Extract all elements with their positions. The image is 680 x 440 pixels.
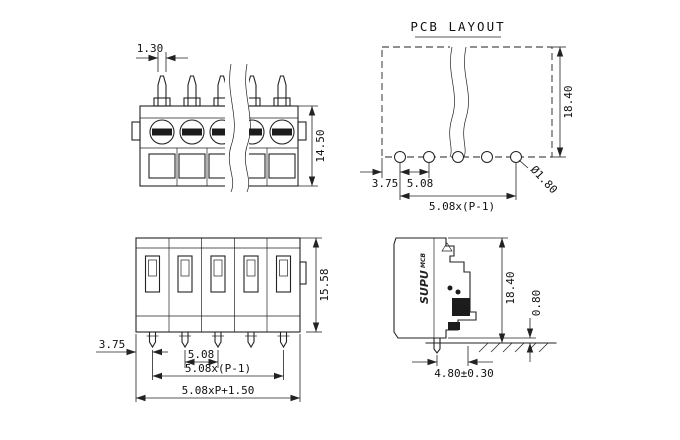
break-line xyxy=(463,46,469,158)
break-line xyxy=(228,63,235,193)
dim-label-pcb-pitch: 5.08 xyxy=(407,177,434,190)
bottom-window-slot xyxy=(148,259,157,277)
pin-collar xyxy=(153,97,171,107)
wire-window xyxy=(268,153,296,179)
screw-slot xyxy=(272,128,292,136)
brand-sub-text: MCB xyxy=(420,253,427,268)
side-pin xyxy=(433,337,441,354)
dim-label-pcb-edge: 3.75 xyxy=(372,177,399,190)
screw-slot xyxy=(152,128,172,136)
dim-label-bottom-height: 15.58 xyxy=(318,268,331,301)
board-hatch xyxy=(478,342,489,353)
screw-head xyxy=(149,119,175,145)
side-body xyxy=(393,237,477,339)
pcb-hole xyxy=(452,151,464,163)
screw-head xyxy=(269,119,295,145)
contact-foot xyxy=(448,322,460,330)
front-left-tab xyxy=(131,121,141,141)
wire-window xyxy=(178,153,206,179)
pin-collar xyxy=(273,97,291,107)
dim-label-bottom-pitch: 5.08 xyxy=(188,348,215,361)
break-line xyxy=(449,46,455,158)
dim-label-pcb-height: 18.40 xyxy=(562,85,575,118)
board-hatch xyxy=(526,342,537,353)
dim-label-standoff: 0.80 xyxy=(530,290,543,317)
pcb-layout-title: PCB LAYOUT xyxy=(410,19,505,34)
bottom-right-tab xyxy=(299,261,307,285)
bottom-window xyxy=(210,255,226,293)
screw-slot xyxy=(212,128,232,136)
dim-label-bottom-edge: 3.75 xyxy=(99,338,126,351)
bottom-pin xyxy=(214,331,222,349)
bottom-window-slot xyxy=(213,259,223,277)
dim-label-pin-depth: 4.80±0.30 xyxy=(434,367,494,380)
pcb-hole xyxy=(510,151,522,163)
bottom-pin xyxy=(181,331,189,349)
brand-marking: SUPU MCB xyxy=(418,253,431,304)
bottom-body xyxy=(135,237,301,333)
pin-collar xyxy=(183,97,201,107)
front-right-tab xyxy=(297,121,307,141)
front-pin xyxy=(247,75,257,107)
board-hatch xyxy=(502,342,513,353)
wire-window xyxy=(148,153,176,179)
board-hatch xyxy=(538,342,549,353)
bottom-pin xyxy=(279,331,288,349)
pcb-outline-dashed xyxy=(381,46,553,158)
dim-label-hole-diameter: Ø1.80 xyxy=(528,163,560,196)
bottom-pin xyxy=(148,331,157,349)
front-pin xyxy=(157,75,167,107)
contact-plate xyxy=(452,298,470,316)
front-pin xyxy=(277,75,287,107)
pcb-hole xyxy=(394,151,406,163)
board-hatch xyxy=(514,342,525,353)
contact-dot xyxy=(447,285,453,291)
bottom-window xyxy=(275,255,292,293)
dim-label-total-width: 5.08xP+1.50 xyxy=(182,384,255,397)
front-pin xyxy=(217,75,227,107)
leader-line xyxy=(518,159,529,169)
bottom-window xyxy=(243,255,259,293)
bottom-view: 15.58 3.75 5.08 5.08x(P-1) 5.08xP+1.50 xyxy=(96,237,331,402)
board-hatch xyxy=(490,342,501,353)
side-view: SUPU MCB 18.40 0.80 4.80±0.30 xyxy=(393,237,557,380)
dim-label-pcb-span: 5.08x(P-1) xyxy=(429,200,495,213)
pcb-hole xyxy=(423,151,435,163)
dim-label-bottom-span: 5.08x(P-1) xyxy=(185,362,251,375)
bottom-pin xyxy=(247,331,255,349)
bottom-window xyxy=(177,255,193,293)
dim-label-front-height: 14.50 xyxy=(314,129,327,162)
bottom-window xyxy=(144,255,161,293)
dim-label-side-height: 18.40 xyxy=(504,271,517,304)
break-mask xyxy=(225,64,249,192)
contact-dot xyxy=(455,289,461,295)
front-body xyxy=(139,105,299,187)
brand-logo-text: SUPU xyxy=(418,270,431,304)
break-line xyxy=(244,63,251,193)
bottom-window-slot xyxy=(279,259,288,277)
bottom-window-slot xyxy=(246,259,256,277)
triangle-mark-icon xyxy=(441,242,453,252)
break-mask xyxy=(450,45,468,155)
screw-head xyxy=(179,119,205,145)
pcb-layout-view: PCB LAYOUT 18.40 3.75 5.08 5.08x(P-1) Ø1… xyxy=(360,19,575,213)
pcb-hole xyxy=(481,151,493,163)
front-pin xyxy=(187,75,197,107)
dim-label-pin-width: 1.30 xyxy=(137,42,164,55)
screw-slot xyxy=(182,128,202,136)
front-view: 1.30 14.50 xyxy=(131,42,327,193)
bottom-window-slot xyxy=(180,259,190,277)
screw-slot xyxy=(242,128,262,136)
